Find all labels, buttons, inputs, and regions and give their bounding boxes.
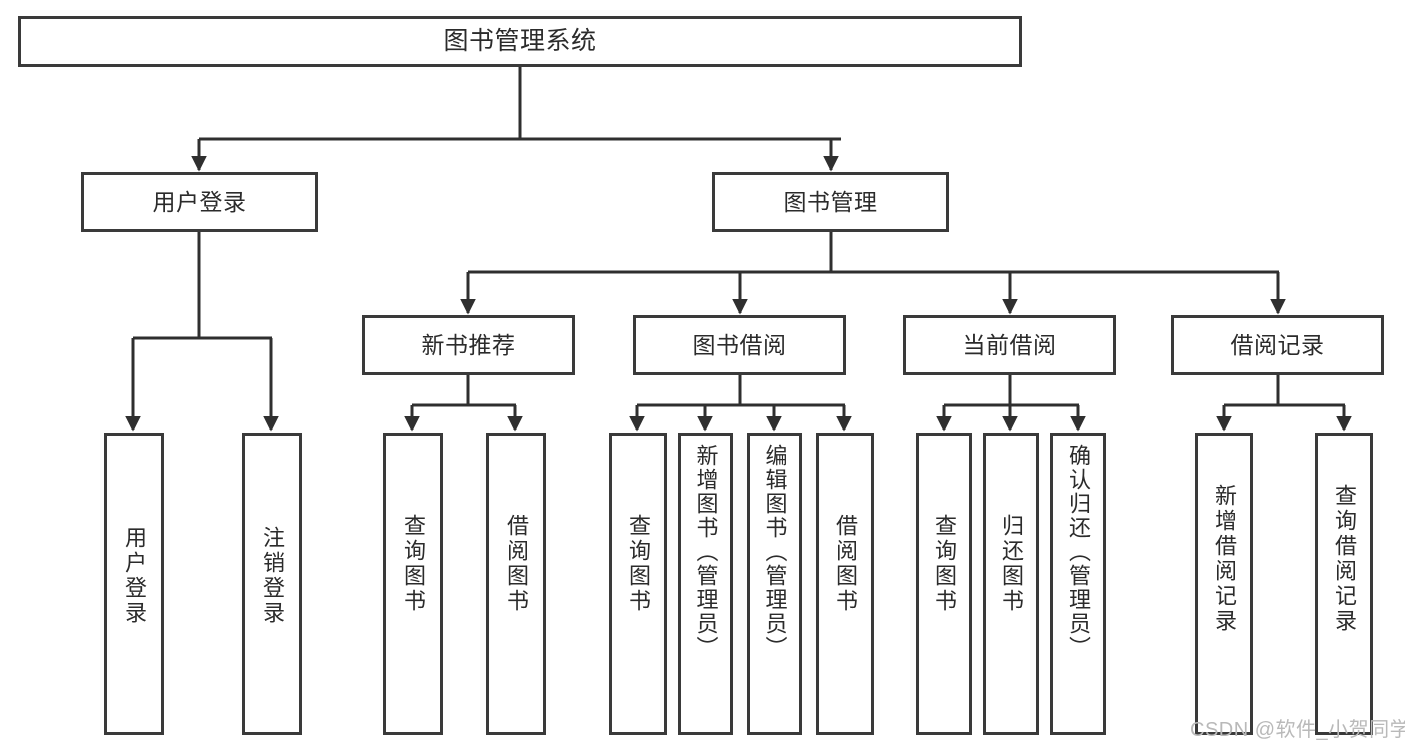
leaf-user-login-login[interactable]: 用户登录 [104,433,164,735]
node-label: 编辑图书（管理员） [762,444,788,660]
node-label: 查询借阅记录 [1332,484,1357,634]
node-label: 确认归还（管理员） [1066,444,1091,660]
node-label: 新增借阅记录 [1212,484,1237,634]
node-label: 借阅图书 [504,514,529,614]
leaf-borrow-edit-book-admin[interactable]: 编辑图书（管理员） [747,433,802,735]
node-label: 用户登录 [122,526,147,626]
node-user-login[interactable]: 用户登录 [81,172,318,232]
node-book-management[interactable]: 图书管理 [712,172,949,232]
watermark-text: CSDN @软件_小贺同学 [1190,719,1405,741]
node-label: 图书管理系统 [443,27,597,56]
leaf-new-book-borrow[interactable]: 借阅图书 [486,433,546,735]
node-borrow-record[interactable]: 借阅记录 [1171,315,1384,375]
node-book-borrow[interactable]: 图书借阅 [633,315,846,375]
node-root-system[interactable]: 图书管理系统 [18,16,1022,67]
leaf-current-confirm-return-admin[interactable]: 确认归还（管理员） [1050,433,1106,735]
node-label: 新书推荐 [421,331,516,358]
leaf-current-return-book[interactable]: 归还图书 [983,433,1039,735]
leaf-borrow-query-book[interactable]: 查询图书 [609,433,667,735]
node-new-book-recommend[interactable]: 新书推荐 [362,315,575,375]
node-label: 查询图书 [932,514,957,614]
leaf-new-book-query[interactable]: 查询图书 [383,433,443,735]
node-label: 图书借阅 [692,331,787,358]
leaf-record-query-record[interactable]: 查询借阅记录 [1315,433,1373,735]
node-label: 用户登录 [152,188,247,215]
leaf-record-add-record[interactable]: 新增借阅记录 [1195,433,1253,735]
node-label: 借阅图书 [833,514,858,614]
node-current-borrow[interactable]: 当前借阅 [903,315,1116,375]
node-label: 借阅记录 [1230,331,1325,358]
node-label: 查询图书 [401,514,426,614]
node-label: 新增图书（管理员） [693,444,719,660]
node-label: 图书管理 [783,188,878,215]
leaf-borrow-borrow-book[interactable]: 借阅图书 [816,433,874,735]
leaf-current-query-book[interactable]: 查询图书 [916,433,972,735]
leaf-user-login-logout[interactable]: 注销登录 [242,433,302,735]
leaf-borrow-add-book-admin[interactable]: 新增图书（管理员） [678,433,733,735]
node-label: 归还图书 [999,514,1024,614]
node-label: 注销登录 [260,526,285,626]
node-label: 当前借阅 [962,331,1057,358]
node-label: 查询图书 [626,514,651,614]
